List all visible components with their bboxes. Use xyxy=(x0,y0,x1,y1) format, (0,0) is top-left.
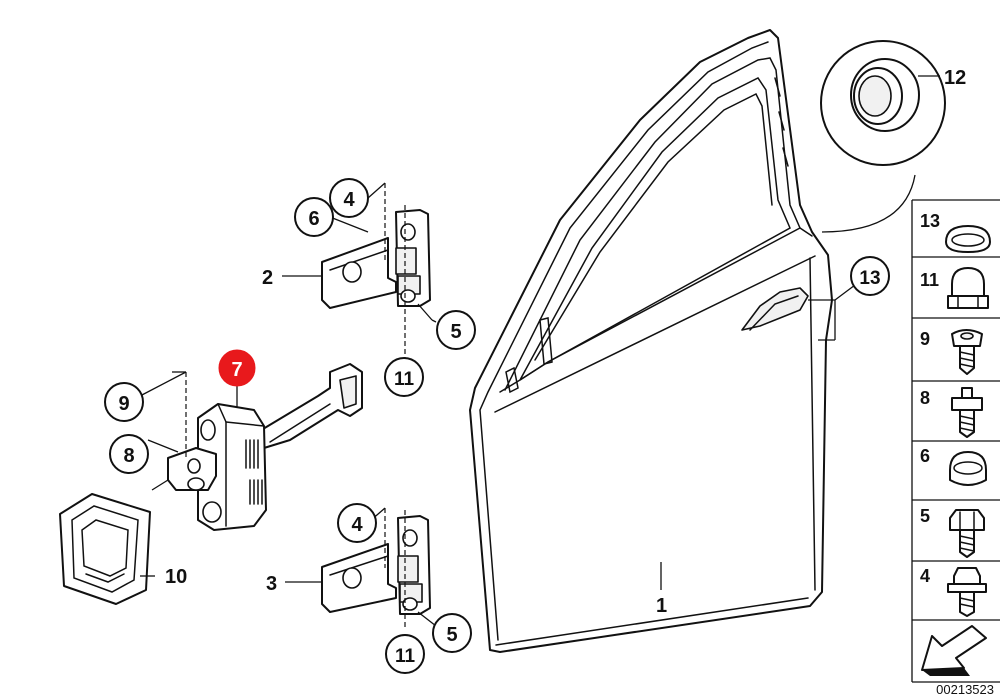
callout-7[interactable]: 7 xyxy=(218,349,256,387)
svg-text:13: 13 xyxy=(859,268,880,289)
cap-nut-icon xyxy=(947,267,989,309)
svg-text:4: 4 xyxy=(343,189,355,211)
callout-13-door: 13 xyxy=(850,256,890,296)
svg-text:5: 5 xyxy=(920,506,930,526)
svg-text:4: 4 xyxy=(920,566,930,586)
callout-11-upper: 11 xyxy=(384,357,424,397)
torx-screw-icon xyxy=(951,329,983,375)
callout-11-lower: 11 xyxy=(385,634,425,674)
legend-panel xyxy=(911,199,1000,683)
svg-text:6: 6 xyxy=(920,446,930,466)
svg-text:9: 9 xyxy=(118,393,129,415)
callout-2: 2 xyxy=(262,267,273,289)
svg-text:3: 3 xyxy=(266,573,277,595)
door-shell[interactable] xyxy=(469,29,833,653)
svg-text:8: 8 xyxy=(920,388,930,408)
legend-item-11[interactable]: 11 xyxy=(920,267,989,309)
callout-4-upper: 4 xyxy=(329,178,369,218)
svg-text:5: 5 xyxy=(446,624,457,646)
svg-text:11: 11 xyxy=(394,369,415,390)
svg-text:11: 11 xyxy=(395,646,416,667)
legend-item-9[interactable]: 9 xyxy=(920,329,983,375)
svg-text:2: 2 xyxy=(262,267,273,289)
lower-hinge[interactable] xyxy=(321,515,431,615)
callout-9: 9 xyxy=(104,382,144,422)
svg-text:9: 9 xyxy=(920,329,930,349)
svg-text:4: 4 xyxy=(351,514,363,536)
svg-text:6: 6 xyxy=(308,208,319,230)
diagram-id: 00213523 xyxy=(936,682,994,697)
callout-4-lower: 4 xyxy=(337,503,377,543)
door-check-strap[interactable] xyxy=(257,363,363,449)
callout-5-upper: 5 xyxy=(436,310,476,350)
svg-text:12: 12 xyxy=(944,67,966,89)
flange-bolt-icon xyxy=(947,567,987,617)
callout-1: 1 xyxy=(656,595,667,617)
callout-8: 8 xyxy=(109,434,149,474)
legend-item-8[interactable]: 8 xyxy=(920,387,983,438)
upper-hinge[interactable] xyxy=(321,209,431,309)
svg-text:8: 8 xyxy=(123,445,134,467)
callout-10: 10 xyxy=(165,566,187,588)
stud-bolt-icon xyxy=(951,387,983,438)
door-check-body[interactable] xyxy=(167,403,267,531)
svg-text:11: 11 xyxy=(920,270,939,290)
grommet-icon[interactable] xyxy=(850,58,920,132)
svg-text:13: 13 xyxy=(920,211,940,231)
cover-cap-icon xyxy=(949,451,987,486)
plug-icon xyxy=(945,225,991,253)
legend-item-4[interactable]: 4 xyxy=(920,566,987,617)
legend-item-5[interactable]: 5 xyxy=(920,506,985,558)
legend-item-13[interactable]: 13 xyxy=(920,211,991,253)
callout-6-upper: 6 xyxy=(294,197,334,237)
callout-3: 3 xyxy=(266,573,277,595)
legend-item-6[interactable]: 6 xyxy=(920,446,987,486)
seal-frame[interactable] xyxy=(59,493,151,605)
direction-arrow-icon xyxy=(921,625,987,676)
svg-text:1: 1 xyxy=(656,595,667,617)
hex-bolt-icon xyxy=(949,509,985,558)
svg-text:5: 5 xyxy=(450,321,461,343)
svg-text:7: 7 xyxy=(231,359,242,381)
svg-text:10: 10 xyxy=(165,566,187,588)
callout-12: 12 xyxy=(944,67,966,89)
callout-5-lower: 5 xyxy=(432,613,472,653)
